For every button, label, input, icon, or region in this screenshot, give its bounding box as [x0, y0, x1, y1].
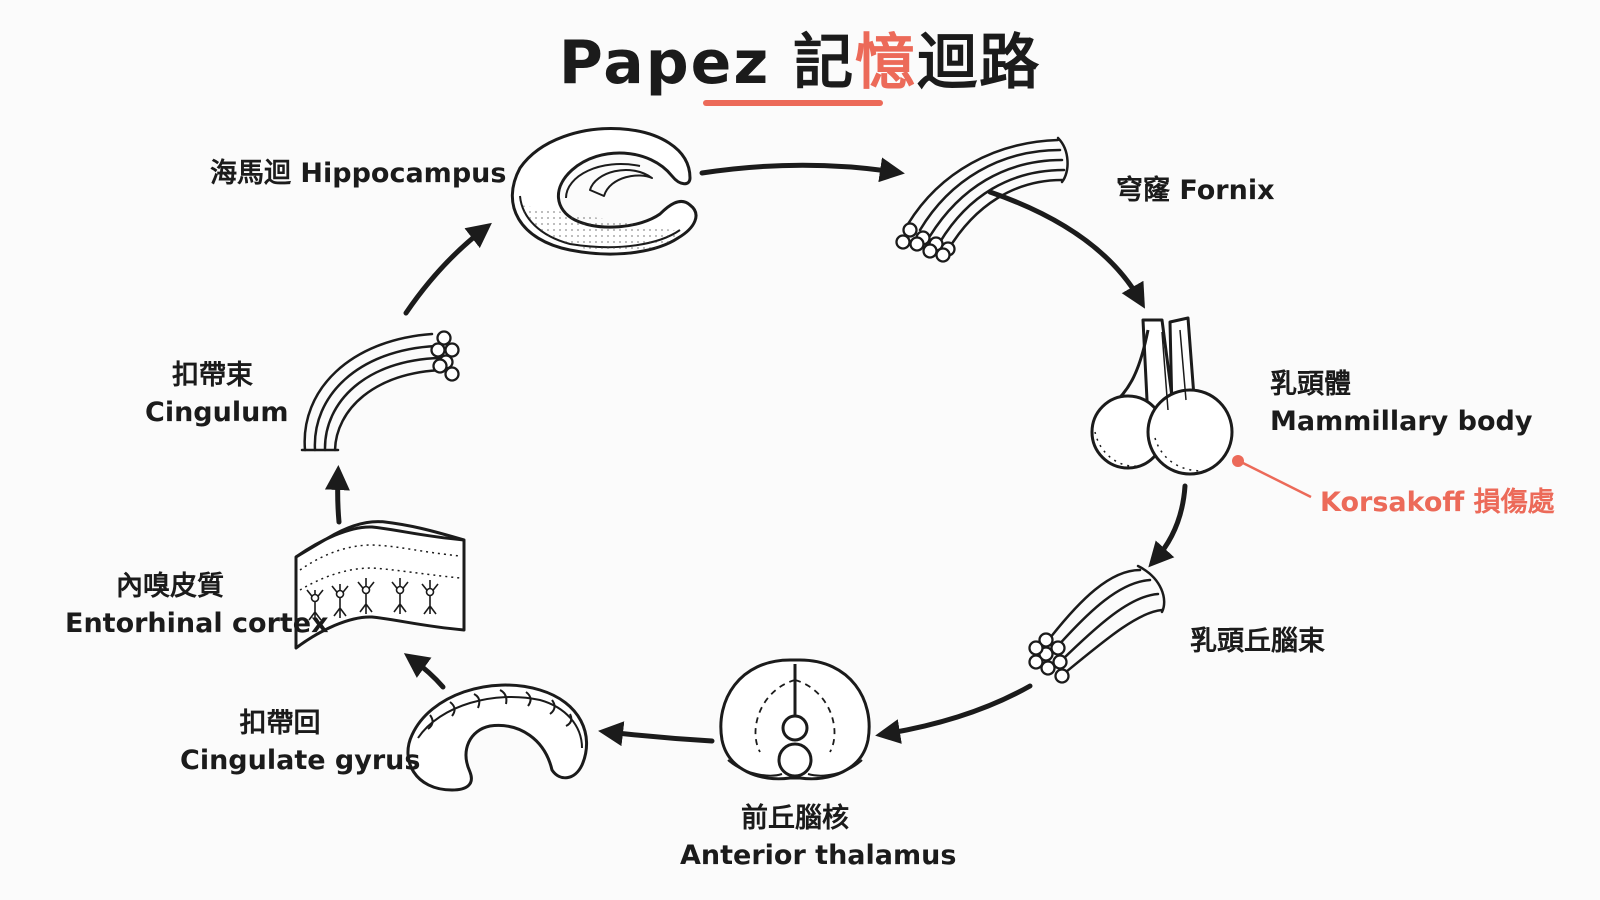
- thalamus-icon: [719, 658, 871, 781]
- korsakoff-pointer: [1232, 455, 1312, 499]
- label-cingulate-gyrus: 扣帶回 Cingulate gyrus: [180, 705, 421, 779]
- arrow-entorhinal-to-cingulum: [324, 465, 350, 525]
- mammillary-body-icon: [1090, 316, 1234, 476]
- hippocampus-icon: [510, 127, 698, 256]
- label-korsakoff-lesion: Korsakoff 損傷處: [1320, 487, 1555, 518]
- label-anterior-thalamus: 前丘腦核 Anterior thalamus: [680, 800, 957, 874]
- page-title: Papez 記憶迴路: [0, 14, 1600, 101]
- label-cingulum: 扣帶束 Cingulum: [145, 357, 289, 431]
- label-thalamus-zh: 前丘腦核: [741, 803, 849, 834]
- title-main: Papez 記: [558, 28, 856, 98]
- cingulate-gyrus-icon: [406, 683, 588, 792]
- label-mammillary-body: 乳頭體 Mammillary body: [1270, 366, 1532, 440]
- arrow-cingulum-to-hippocampus: [403, 222, 492, 316]
- label-entorhinal-en: Entorhinal cortex: [65, 608, 329, 639]
- fornix-bundle-icon: [895, 136, 1069, 263]
- arrow-thalamus-to-cingulate: [598, 721, 715, 747]
- label-thalamus-en: Anterior thalamus: [680, 840, 957, 871]
- title-underline: [703, 100, 883, 106]
- label-cingulate-zh: 扣帶回: [239, 708, 321, 739]
- label-mammillary-zh: 乳頭體: [1270, 369, 1351, 400]
- label-cingulum-zh: 扣帶束: [172, 360, 253, 391]
- title-tail: 迴路: [917, 28, 1042, 98]
- label-mammillothalamic-tract: 乳頭丘腦束: [1190, 626, 1325, 657]
- arrow-tract-to-thalamus: [875, 683, 1033, 744]
- label-entorhinal-cortex: 內嗅皮質 Entorhinal cortex: [65, 568, 329, 642]
- title-highlight: 憶: [855, 28, 918, 98]
- cingulum-bundle-icon: [300, 330, 460, 452]
- cortex-block-icon: [294, 520, 466, 650]
- label-hippocampus: 海馬迴 Hippocampus: [210, 158, 507, 189]
- arrow-mammillary-to-tract: [1148, 483, 1188, 568]
- label-cingulate-en: Cingulate gyrus: [180, 745, 421, 776]
- label-cingulum-en: Cingulum: [145, 397, 289, 428]
- arrow-hippocampus-to-fornix: [699, 157, 905, 183]
- fiber-bundle-icon: [1028, 564, 1166, 684]
- arrow-fornix-to-mammillary: [987, 189, 1145, 309]
- arrow-cingulate-to-entorhinal: [403, 653, 446, 690]
- label-mammillary-en: Mammillary body: [1270, 406, 1533, 437]
- label-entorhinal-zh: 內嗅皮質: [116, 571, 224, 602]
- label-fornix: 穹窿 Fornix: [1116, 175, 1275, 206]
